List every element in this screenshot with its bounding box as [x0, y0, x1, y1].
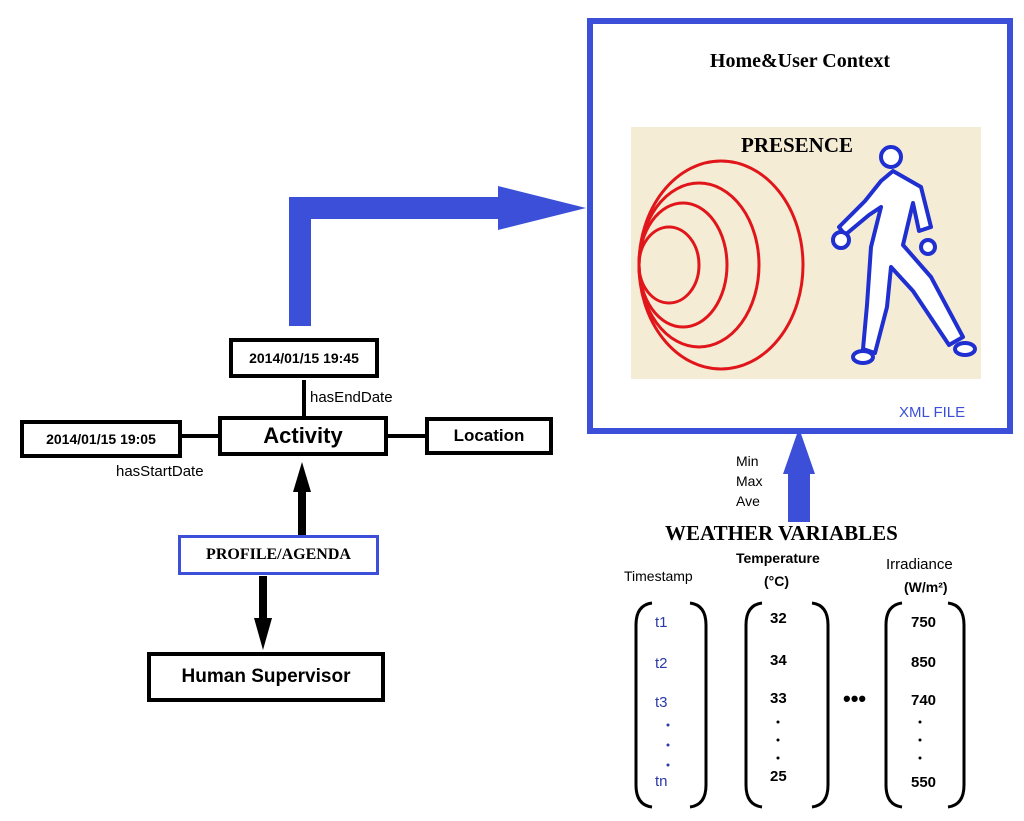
timestamp-tn: tn: [655, 773, 668, 790]
timestamp-bracket-right: [689, 601, 708, 809]
temperature-value-3: 33: [770, 690, 787, 707]
end-date-relation: hasEndDate: [310, 389, 393, 406]
irradiance-bracket-right: [947, 601, 966, 809]
irradiance-value-1: 750: [911, 614, 937, 631]
column-vertical-dots: [666, 720, 922, 767]
irradiance-bracket-left: [884, 601, 903, 809]
temperature-value-2: 34: [770, 652, 787, 669]
start-date-box: 2014/01/15 19:05: [20, 420, 182, 458]
walking-person-icon: [831, 145, 977, 365]
temperature-header: Temperature: [736, 550, 820, 566]
irradiance-header: Irradiance: [886, 556, 953, 573]
activity-box: Activity: [218, 416, 388, 456]
temperature-value-1: 32: [770, 610, 787, 627]
weather-title: WEATHER VARIABLES: [665, 521, 898, 545]
start-date-relation: hasStartDate: [116, 463, 204, 480]
profile-to-supervisor-arrowhead: [254, 618, 272, 650]
context-panel-title: Home&User Context: [709, 50, 891, 72]
temperature-unit: (°C): [764, 573, 790, 589]
context-panel: Home&User Context PRESENCE XML FILE: [587, 18, 1013, 434]
stat-max: Max: [736, 473, 763, 489]
irradiance-value-2: 850: [911, 654, 937, 671]
profile-to-activity-arrowhead: [293, 462, 311, 492]
presence-circle-small: [637, 225, 701, 305]
timestamp-bracket-left: [634, 601, 653, 809]
blue-elbow-arrow: [289, 197, 500, 326]
irradiance-value-3: 740: [911, 692, 937, 709]
irradiance-value-n: 550: [911, 774, 937, 791]
end-date-box: 2014/01/15 19:45: [229, 338, 379, 378]
presence-graphic: [637, 145, 977, 371]
timestamp-t2: t2: [655, 655, 668, 672]
irradiance-unit: (W/m²): [904, 579, 948, 595]
temperature-bracket-left: [744, 601, 763, 809]
human-supervisor-box: Human Supervisor: [147, 652, 385, 702]
temperature-value-n: 25: [770, 768, 787, 785]
stat-min: Min: [736, 453, 759, 469]
presence-label: PRESENCE: [741, 133, 854, 157]
blue-elbow-arrowhead: [498, 186, 586, 230]
blue-up-arrowhead: [783, 428, 815, 474]
timestamp-header: Timestamp: [624, 568, 693, 584]
profile-agenda-box: PROFILE/AGENDA: [178, 535, 379, 575]
location-box: Location: [425, 417, 553, 455]
timestamp-t3: t3: [655, 694, 668, 711]
xml-file-label: XML FILE: [899, 404, 966, 421]
stat-ave: Ave: [736, 493, 760, 509]
blue-up-arrow-shaft: [788, 470, 810, 522]
presence-area: PRESENCE: [631, 127, 981, 379]
horizontal-ellipsis: •••: [843, 686, 867, 711]
timestamp-t1: t1: [655, 614, 668, 631]
temperature-bracket-right: [811, 601, 830, 809]
